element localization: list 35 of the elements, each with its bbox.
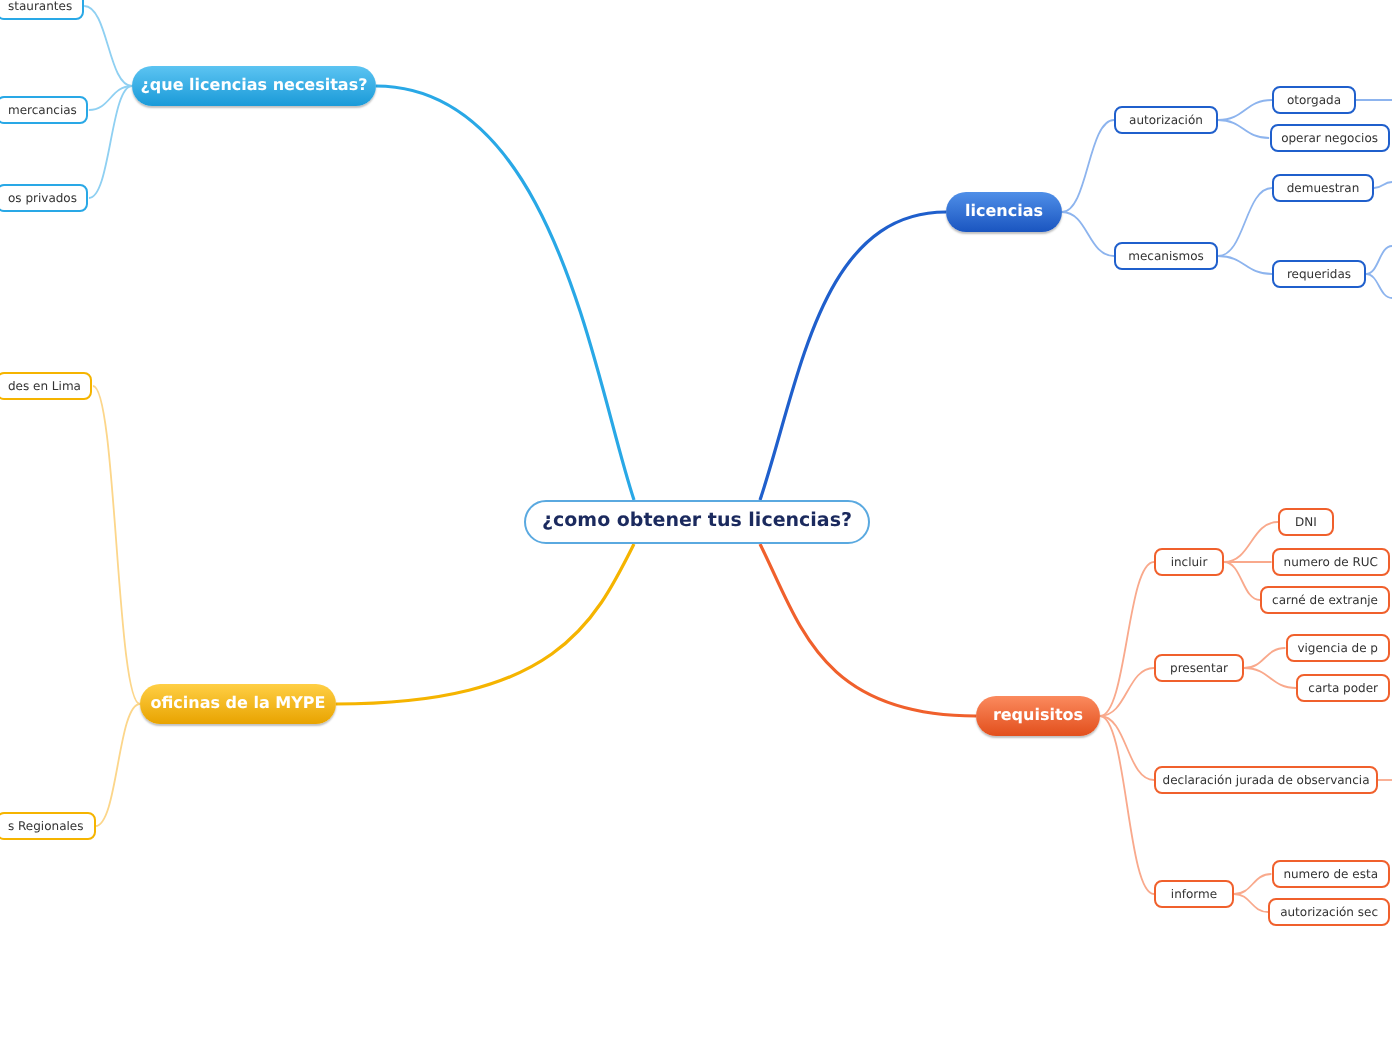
connector-line [1243, 647, 1287, 669]
connector-line [1243, 667, 1298, 689]
main-topic: licencias [946, 192, 1062, 232]
connector-line [375, 84, 636, 501]
connector-line [1217, 119, 1271, 139]
connector-line [1355, 99, 1392, 101]
connector-line [758, 210, 947, 501]
connector-line [1217, 187, 1273, 257]
connector-line [1061, 211, 1115, 257]
main-topic: ¿que licencias necesitas? [132, 66, 376, 106]
connector-line [1365, 245, 1392, 275]
connector-line [758, 543, 977, 718]
connector-line [1233, 873, 1273, 895]
connector-line [1217, 255, 1273, 275]
connector-line [1099, 715, 1155, 895]
central-topic: ¿como obtener tus licencias? [524, 500, 870, 544]
connector-line [1099, 715, 1155, 781]
connector-line [335, 543, 636, 706]
connector-line [1377, 779, 1392, 781]
main-topic: requisitos [976, 696, 1100, 736]
connector-line [1233, 893, 1270, 913]
connector-line [92, 385, 141, 705]
connector-line [1223, 521, 1279, 563]
connector-line [88, 85, 133, 199]
connector-line [1223, 561, 1261, 601]
connector-line [83, 5, 133, 87]
connector-line [1373, 181, 1392, 189]
connector-line [94, 703, 141, 827]
connector-line [87, 85, 133, 111]
connector-line [1365, 273, 1392, 299]
connector-line [1099, 561, 1155, 717]
connector-line [1223, 561, 1273, 563]
main-topic: oficinas de la MYPE [140, 684, 336, 724]
connector-line [1061, 119, 1115, 213]
connector-line [1099, 667, 1155, 717]
